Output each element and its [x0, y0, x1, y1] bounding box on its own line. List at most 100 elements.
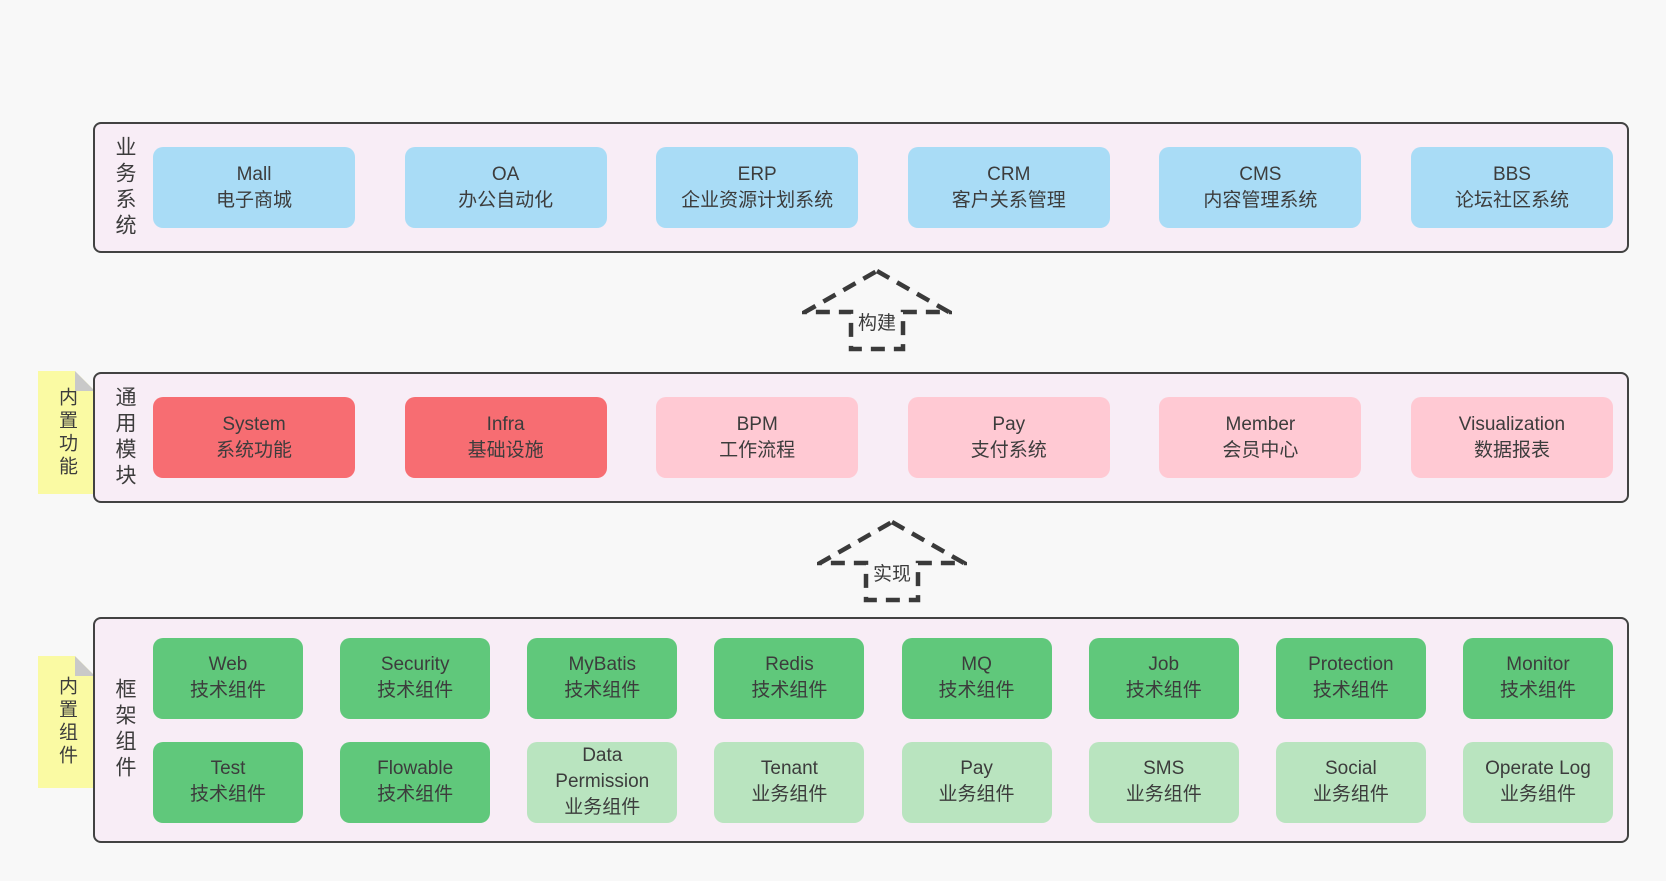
box-social: Social 业务组件: [1275, 741, 1426, 823]
box-subtitle: 技术组件: [751, 680, 828, 701]
box-tenant: Tenant 业务组件: [714, 741, 865, 823]
box-oa: OA 办公自动化: [404, 147, 607, 228]
box-subtitle: 业务组件: [1312, 784, 1389, 805]
box-title: Mall: [236, 163, 272, 185]
box-title: Monitor: [1506, 654, 1570, 676]
sticky-tab-built-in-features: 内置功能: [38, 371, 95, 494]
box-subtitle: 业务组件: [1125, 784, 1202, 805]
box-system: System 系统功能: [153, 397, 355, 478]
box-subtitle: 业务组件: [1499, 784, 1576, 805]
box-title: Visualization: [1458, 413, 1566, 435]
box-subtitle: 技术组件: [564, 680, 641, 701]
box-subtitle: 数据报表: [1473, 439, 1550, 461]
section-label-container: 框架组件: [95, 619, 153, 841]
box-cms: CMS 内容管理系统: [1159, 147, 1362, 228]
arrow-label: 实现: [869, 559, 915, 586]
box-title: BBS: [1492, 163, 1531, 185]
business-boxes-row: Mall 电子商城 OA 办公自动化 ERP 企业资源计划系统 CRM 客户关系…: [153, 124, 1627, 251]
common-boxes-row: System 系统功能 Infra 基础设施 BPM 工作流程 Pay 支付系统…: [153, 374, 1627, 501]
box-web: Web 技术组件: [153, 637, 303, 719]
box-job: Job 技术组件: [1088, 637, 1239, 719]
box-title: Flowable: [377, 758, 454, 780]
box-subtitle: 业务组件: [564, 796, 641, 818]
box-subtitle: 技术组件: [189, 784, 266, 805]
section-label: 通用模块: [113, 385, 136, 490]
box-title: Security: [380, 654, 450, 676]
box-subtitle: 支付系统: [970, 439, 1047, 461]
box-bpm: BPM 工作流程: [656, 397, 859, 478]
up-arrow-icon: [817, 519, 967, 603]
section-label-container: 通用模块: [95, 374, 153, 501]
box-title: Infra: [486, 413, 525, 435]
box-subtitle: 技术组件: [189, 680, 266, 701]
box-title: SMS: [1143, 758, 1185, 780]
box-title: MyBatis: [568, 654, 637, 676]
box-member: Member 会员中心: [1159, 397, 1362, 478]
box-subtitle: 技术组件: [1312, 680, 1389, 701]
box-sms: SMS 业务组件: [1088, 741, 1239, 823]
box-infra: Infra 基础设施: [404, 397, 607, 478]
box-title: Data Permission: [555, 745, 650, 793]
box-subtitle: 技术组件: [377, 784, 454, 805]
box-security: Security 技术组件: [340, 637, 491, 719]
box-title: Web: [208, 654, 248, 676]
box-mall: Mall 电子商城: [153, 147, 355, 228]
sticky-tab-label: 内置组件: [56, 676, 77, 768]
box-pay: Pay 支付系统: [907, 397, 1110, 478]
box-subtitle: 技术组件: [1499, 680, 1576, 701]
box-title: Redis: [765, 654, 814, 676]
box-title: OA: [491, 163, 520, 185]
section-label-container: 业务系统: [95, 124, 153, 251]
box-title: BPM: [736, 413, 778, 435]
box-protection: Protection 技术组件: [1275, 637, 1426, 719]
box-subtitle: 会员中心: [1222, 439, 1299, 461]
up-arrow-icon: [802, 268, 952, 352]
box-subtitle: 技术组件: [377, 680, 454, 701]
box-subtitle: 业务组件: [938, 784, 1015, 805]
framework-row-1: Web 技术组件 Security 技术组件 MyBatis 技术组件 Redi…: [153, 637, 1613, 719]
sticky-tab-label: 内置功能: [56, 386, 77, 479]
box-subtitle: 业务组件: [751, 784, 828, 805]
arrow-build: 构建: [802, 268, 952, 352]
box-data-permission: Data Permission 业务组件: [527, 741, 678, 823]
box-test: Test 技术组件: [153, 741, 303, 823]
box-title: System: [222, 413, 286, 435]
section-label: 业务系统: [113, 135, 136, 240]
box-subtitle: 系统功能: [215, 439, 292, 461]
arrow-implement: 实现: [817, 519, 967, 603]
box-redis: Redis 技术组件: [714, 637, 865, 719]
box-subtitle: 内容管理系统: [1203, 189, 1318, 211]
section-label: 框架组件: [113, 678, 136, 782]
box-title: Social: [1324, 758, 1377, 780]
box-crm: CRM 客户关系管理: [907, 147, 1110, 228]
box-title: CRM: [987, 163, 1031, 185]
box-subtitle: 技术组件: [1125, 680, 1202, 701]
arrow-label: 构建: [854, 308, 900, 335]
box-operate-log: Operate Log 业务组件: [1462, 741, 1613, 823]
box-subtitle: 企业资源计划系统: [681, 189, 834, 211]
box-title: Pay: [960, 758, 993, 780]
section-framework-components: 框架组件 Web 技术组件 Security 技术组件 MyBatis 技术组件…: [93, 617, 1629, 843]
box-title: Protection: [1308, 654, 1394, 676]
box-flowable: Flowable 技术组件: [340, 741, 491, 823]
framework-boxes-rows: Web 技术组件 Security 技术组件 MyBatis 技术组件 Redi…: [153, 619, 1627, 841]
box-pay-business: Pay 业务组件: [901, 741, 1052, 823]
sticky-tab-built-in-components: 内置组件: [38, 656, 95, 788]
box-title: Test: [210, 758, 246, 780]
box-subtitle: 论坛社区系统: [1454, 189, 1569, 211]
framework-row-2: Test 技术组件 Flowable 技术组件 Data Permission …: [153, 741, 1613, 823]
box-subtitle: 办公自动化: [458, 189, 554, 211]
box-title: MQ: [961, 654, 992, 676]
box-subtitle: 技术组件: [938, 680, 1015, 701]
box-title: Member: [1225, 413, 1296, 435]
box-mq: MQ 技术组件: [901, 637, 1052, 719]
box-title: Tenant: [760, 758, 818, 780]
box-bbs: BBS 论坛社区系统: [1410, 147, 1613, 228]
box-subtitle: 客户关系管理: [951, 189, 1066, 211]
box-subtitle: 工作流程: [719, 439, 796, 461]
box-erp: ERP 企业资源计划系统: [656, 147, 859, 228]
box-title: ERP: [737, 163, 777, 185]
section-business-systems: 业务系统 Mall 电子商城 OA 办公自动化 ERP 企业资源计划系统 CRM…: [93, 122, 1629, 253]
box-subtitle: 基础设施: [467, 439, 544, 461]
